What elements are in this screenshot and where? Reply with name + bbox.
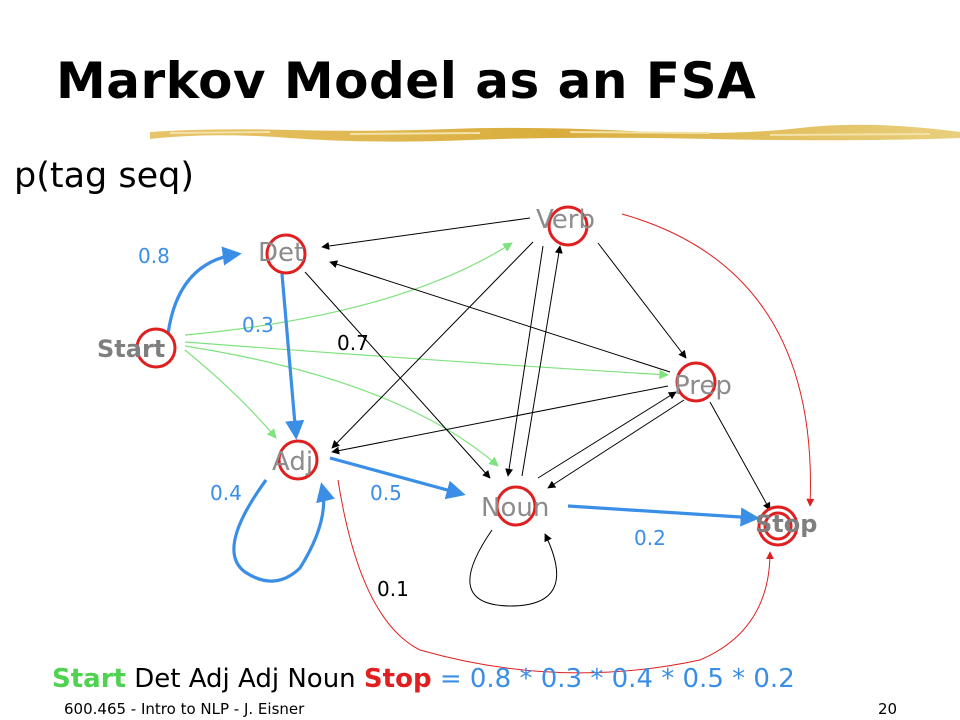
state-circle-verb bbox=[547, 205, 589, 247]
prob-noun-stop: 0.2 bbox=[634, 526, 666, 550]
state-circle-stop-outer bbox=[757, 505, 799, 547]
equation-calc: = 0.8 * 0.3 * 0.4 * 0.5 * 0.2 bbox=[439, 664, 795, 694]
state-label-adj: Adj bbox=[272, 447, 313, 477]
edge-prep-noun bbox=[547, 399, 685, 489]
state-label-stop: Stop bbox=[755, 510, 817, 538]
edge-adj-stop bbox=[337, 479, 774, 674]
state-label-verb: Verb bbox=[536, 205, 595, 235]
edge-det-adj bbox=[280, 273, 305, 440]
prob-det-adj: 0.3 bbox=[242, 313, 274, 337]
state-circle-adj bbox=[277, 439, 319, 481]
edge-verb-stop bbox=[621, 213, 815, 507]
edge-prep-stop bbox=[709, 401, 771, 511]
edge-start-det bbox=[166, 246, 242, 335]
state-circle-stop-inner bbox=[763, 511, 793, 541]
edge-adj-adj-loop bbox=[232, 479, 335, 583]
probability-equation: Start Det Adj Adj Noun Stop = 0.8 * 0.3 … bbox=[52, 664, 795, 694]
edge-noun-prep bbox=[537, 391, 677, 479]
edge-verb-det bbox=[321, 217, 531, 250]
state-label-start: Start bbox=[97, 335, 165, 363]
prob-adj-stop: 0.1 bbox=[377, 577, 409, 601]
prob-det-noun: 0.7 bbox=[337, 331, 369, 355]
title-underline-bar bbox=[150, 124, 960, 142]
state-circle-start bbox=[135, 327, 177, 369]
equation-tags: Det Adj Adj Noun bbox=[134, 664, 356, 694]
state-circles bbox=[135, 205, 799, 547]
highlight-path bbox=[166, 246, 760, 583]
edge-noun-stop bbox=[567, 504, 760, 527]
prob-start-det: 0.8 bbox=[138, 244, 170, 268]
state-label-det: Det bbox=[258, 238, 304, 268]
edge-start-verb bbox=[184, 242, 513, 336]
state-circle-det bbox=[265, 233, 307, 275]
edge-noun-verb bbox=[521, 245, 563, 477]
state-circle-noun bbox=[495, 485, 537, 527]
edge-prep-det bbox=[329, 260, 671, 373]
page-number: 20 bbox=[878, 700, 898, 718]
edge-start-prep bbox=[184, 341, 669, 380]
equation-start: Start bbox=[52, 664, 126, 694]
prob-adj-adj: 0.4 bbox=[210, 481, 242, 505]
state-label-prep: Prep bbox=[674, 371, 732, 401]
state-label-noun: Noun bbox=[481, 493, 549, 523]
edge-verb-prep bbox=[597, 242, 687, 359]
stop-edges bbox=[337, 213, 815, 674]
edge-verb-noun bbox=[505, 245, 544, 477]
state-circle-prep bbox=[675, 361, 717, 403]
edge-adj-noun bbox=[329, 456, 466, 500]
subtitle: p(tag seq) bbox=[14, 156, 195, 196]
edge-det-noun bbox=[304, 271, 491, 479]
equation-stop: Stop bbox=[363, 664, 432, 694]
footer-course: 600.465 - Intro to NLP - J. Eisner bbox=[64, 700, 305, 718]
edge-verb-adj bbox=[331, 241, 534, 449]
edge-start-adj bbox=[184, 349, 277, 439]
other-edges bbox=[304, 217, 771, 607]
edge-start-noun bbox=[184, 345, 499, 467]
prob-adj-noun: 0.5 bbox=[370, 481, 402, 505]
start-edges bbox=[184, 242, 669, 467]
edge-prep-adj bbox=[331, 385, 669, 455]
edge-noun-noun-loop bbox=[469, 529, 558, 607]
slide-title: Markov Model as an FSA bbox=[56, 52, 757, 110]
